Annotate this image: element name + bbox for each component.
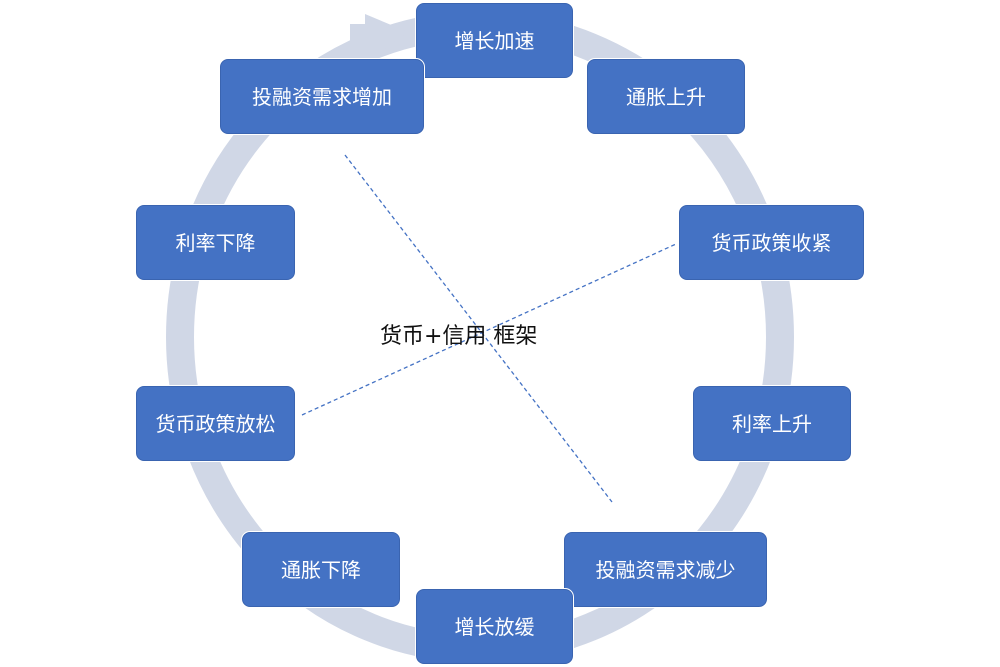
- node-label: 投融资需求增加: [252, 84, 392, 109]
- node-label: 利率上升: [732, 411, 812, 436]
- node-label: 通胀上升: [626, 84, 706, 109]
- node-monetary-tighten: 货币政策收紧: [678, 204, 865, 281]
- node-growth-slow: 增长放缓: [415, 588, 574, 665]
- node-label: 利率下降: [175, 230, 256, 255]
- node-label: 货币政策收紧: [711, 230, 832, 255]
- node-financing-demand-increase: 投融资需求增加: [219, 58, 425, 135]
- node-rate-rise: 利率上升: [692, 385, 852, 462]
- dashed-axis-2: [301, 243, 677, 416]
- cycle-arrowhead-icon: [350, 14, 408, 58]
- dashed-axis-1: [344, 154, 613, 503]
- node-label: 增长放缓: [454, 614, 535, 639]
- node-inflation-fall: 通胀下降: [241, 531, 401, 608]
- diagram-title: 货币+信用 框架: [380, 324, 538, 349]
- node-rate-fall: 利率下降: [135, 204, 296, 281]
- node-label: 投融资需求减少: [595, 557, 736, 582]
- node-monetary-ease: 货币政策放松: [135, 385, 296, 462]
- node-financing-demand-decrease: 投融资需求减少: [563, 531, 768, 608]
- node-growth-accelerate: 增长加速: [415, 2, 574, 79]
- node-label: 货币政策放松: [155, 411, 276, 436]
- node-label: 通胀下降: [281, 557, 361, 582]
- node-label: 增长加速: [454, 28, 535, 53]
- node-inflation-rise: 通胀上升: [586, 58, 746, 135]
